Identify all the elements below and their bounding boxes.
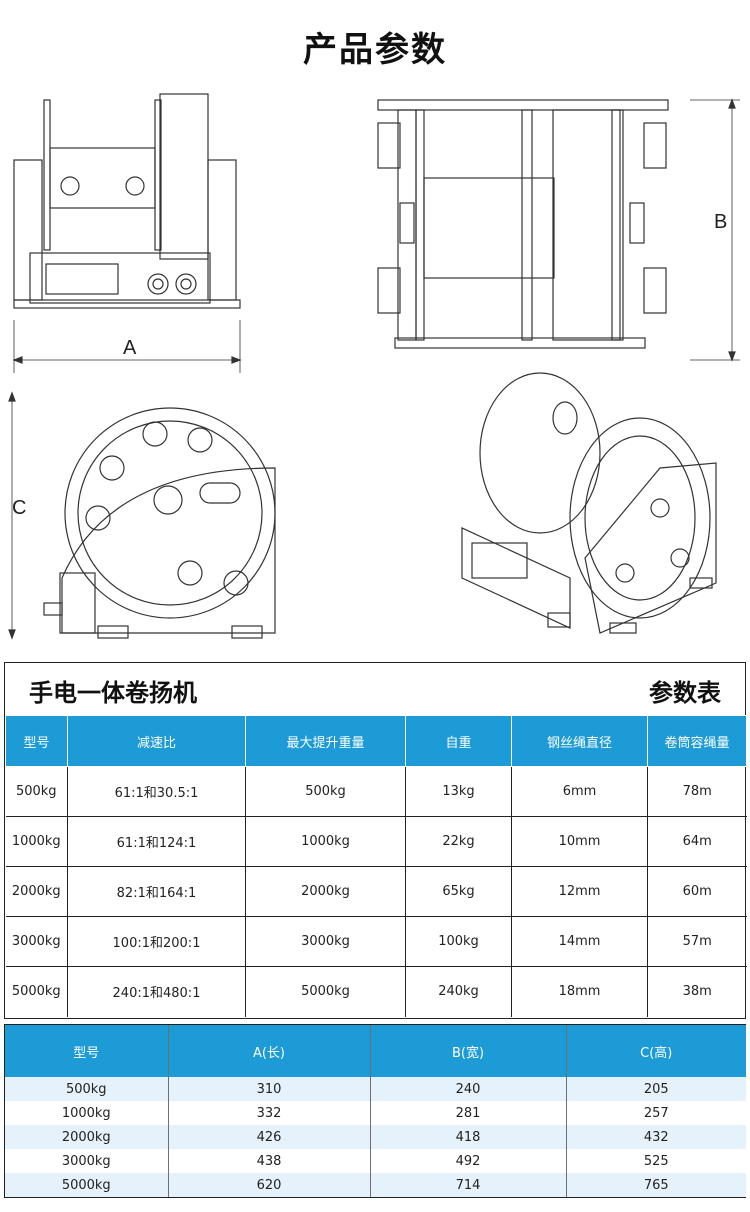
table-cell: 38m (647, 966, 747, 1017)
dim-col-model: 型号 (5, 1025, 169, 1077)
table-cell: 620 (168, 1173, 371, 1197)
dimensions-header-row: 型号 A(长) B(宽) C(高) (5, 1025, 746, 1077)
side-view-drawing (8, 391, 276, 640)
table-cell: 332 (168, 1101, 371, 1125)
table-cell: 5000kg (5, 1173, 169, 1197)
table-cell: 14mm (511, 916, 648, 967)
dimension-label-a: A (123, 337, 137, 359)
product-name: 手电一体卷扬机 (29, 679, 197, 707)
table-row: 3000kg 100:1和200:1 3000kg 100kg 14mm 57m (5, 916, 747, 967)
table-cell: 1000kg (5, 1101, 169, 1125)
table-cell: 6mm (511, 766, 648, 817)
table-cell: 57m (647, 916, 747, 967)
table-cell: 3000kg (245, 916, 406, 967)
table-row: 5000kg 620 714 765 (5, 1173, 746, 1197)
spec-col-model: 型号 (5, 715, 68, 767)
isometric-view-drawing (461, 372, 717, 634)
table-cell: 281 (370, 1101, 567, 1125)
front-view-drawing (12, 93, 242, 373)
spec-col-capacity: 卷筒容绳量 (647, 715, 747, 767)
table-cell: 418 (370, 1125, 567, 1149)
table-cell: 61:1和124:1 (67, 816, 246, 867)
dim-col-length: A(长) (168, 1025, 371, 1077)
table-cell: 500kg (245, 766, 406, 817)
table-row: 500kg 310 240 205 (5, 1077, 746, 1101)
dimensions-section: 型号 A(长) B(宽) C(高) 500kg 310 240 205 1000… (4, 1024, 746, 1198)
table-row: 1000kg 332 281 257 (5, 1101, 746, 1125)
table-cell: 3000kg (5, 916, 68, 967)
table-cell: 240 (370, 1077, 567, 1101)
table-cell: 61:1和30.5:1 (67, 766, 246, 817)
table-cell: 100:1和200:1 (67, 916, 246, 967)
table-row: 5000kg 240:1和480:1 5000kg 240kg 18mm 38m (5, 966, 747, 1017)
table-cell: 12mm (511, 866, 648, 917)
table-row: 2000kg 426 418 432 (5, 1125, 746, 1149)
table-cell: 714 (370, 1173, 567, 1197)
table-cell: 205 (566, 1077, 746, 1101)
table-cell: 438 (168, 1149, 371, 1173)
table-row: 1000kg 61:1和124:1 1000kg 22kg 10mm 64m (5, 816, 747, 867)
table-row: 500kg 61:1和30.5:1 500kg 13kg 6mm 78m (5, 766, 747, 817)
table-cell: 500kg (5, 1077, 169, 1101)
dimensions-table: 型号 A(长) B(宽) C(高) 500kg 310 240 205 1000… (5, 1025, 746, 1197)
table-cell: 240kg (405, 966, 512, 1017)
table-cell: 78m (647, 766, 747, 817)
table-cell: 765 (566, 1173, 746, 1197)
table-cell: 65kg (405, 866, 512, 917)
table-cell: 310 (168, 1077, 371, 1101)
spec-table-header-row: 型号 减速比 最大提升重量 自重 钢丝绳直径 卷筒容绳量 (5, 715, 747, 767)
table-cell: 240:1和480:1 (67, 966, 246, 1017)
dimension-label-c: C (12, 497, 26, 519)
table-cell: 2000kg (5, 866, 68, 917)
spec-header: 手电一体卷扬机 参数表 (5, 663, 745, 715)
spec-col-ratio: 减速比 (67, 715, 246, 767)
table-cell: 2000kg (5, 1125, 169, 1149)
table-cell: 60m (647, 866, 747, 917)
table-cell: 22kg (405, 816, 512, 867)
table-cell: 10mm (511, 816, 648, 867)
table-row: 2000kg 82:1和164:1 2000kg 65kg 12mm 60m (5, 866, 747, 917)
table-cell: 432 (566, 1125, 746, 1149)
table-cell: 64m (647, 816, 747, 867)
table-cell: 257 (566, 1101, 746, 1125)
winch-drawings-svg: A B C (8, 93, 740, 640)
table-row: 3000kg 438 492 525 (5, 1149, 746, 1173)
table-cell: 500kg (5, 766, 68, 817)
table-cell: 5000kg (5, 966, 68, 1017)
spec-col-weight: 自重 (405, 715, 512, 767)
dim-col-height: C(高) (566, 1025, 746, 1077)
table-cell: 492 (370, 1149, 567, 1173)
table-cell: 1000kg (245, 816, 406, 867)
table-cell: 13kg (405, 766, 512, 817)
table-cell: 100kg (405, 916, 512, 967)
top-view-drawing (377, 98, 740, 362)
table-cell: 1000kg (5, 816, 68, 867)
page-title: 产品参数 (303, 30, 447, 70)
dimension-label-b: B (714, 211, 727, 233)
dim-col-width: B(宽) (370, 1025, 567, 1077)
table-cell: 3000kg (5, 1149, 169, 1173)
table-cell: 2000kg (245, 866, 406, 917)
table-cell: 525 (566, 1149, 746, 1173)
spec-table-tag: 参数表 (649, 679, 721, 707)
spec-col-max-load: 最大提升重量 (245, 715, 406, 767)
technical-drawings: A B C (0, 88, 750, 658)
table-cell: 426 (168, 1125, 371, 1149)
spec-table: 型号 减速比 最大提升重量 自重 钢丝绳直径 卷筒容绳量 500kg 61:1和… (5, 715, 747, 1017)
table-cell: 18mm (511, 966, 648, 1017)
table-cell: 5000kg (245, 966, 406, 1017)
table-cell: 82:1和164:1 (67, 866, 246, 917)
spec-section: 手电一体卷扬机 参数表 型号 减速比 最大提升重量 自重 钢丝绳直径 卷筒容绳量… (4, 662, 747, 1019)
spec-col-rope-diameter: 钢丝绳直径 (511, 715, 648, 767)
